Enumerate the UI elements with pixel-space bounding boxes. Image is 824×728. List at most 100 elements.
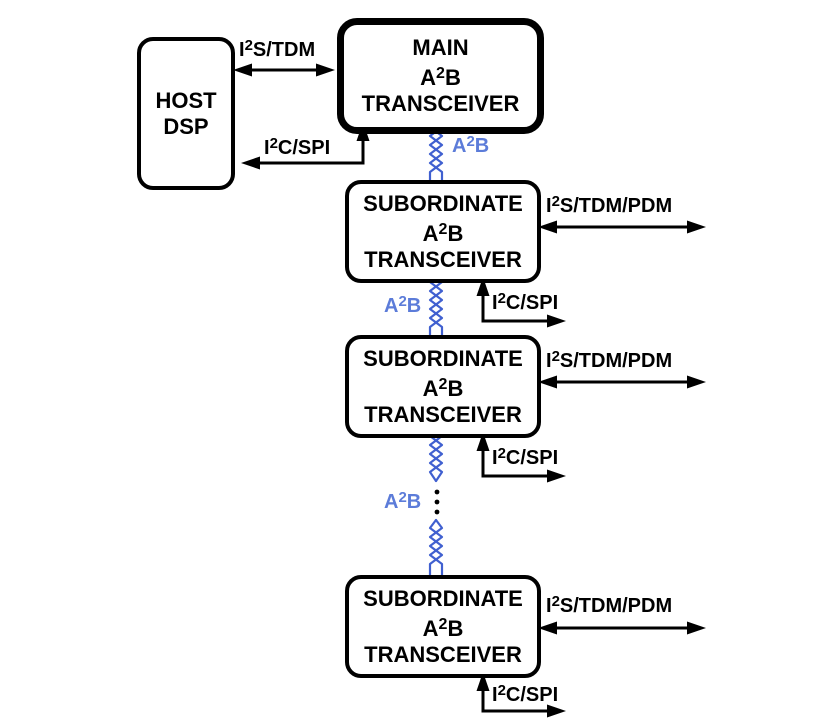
label-pre: I [546, 595, 552, 617]
label-sup: 2 [244, 37, 253, 54]
sub2-i2c-spi-arrow [476, 432, 566, 483]
label-pre: I [492, 292, 498, 314]
arrowhead-left-icon [538, 220, 557, 234]
chip-name-post: B [447, 615, 464, 641]
sub3-i2c-spi-arrow [476, 672, 566, 718]
ellipsis-dot [434, 489, 440, 495]
label-sup: 2 [497, 445, 506, 462]
arrow-line [259, 137, 365, 165]
label-pre: I [264, 137, 270, 159]
arrowhead-left-icon [538, 621, 557, 635]
sub1-i2c-spi-arrow [476, 277, 566, 328]
label-sup: 2 [269, 135, 278, 152]
sub1-i2c-spi-label: I2C/SPI [492, 287, 558, 315]
label-post: C/SPI [505, 684, 559, 706]
arrow-line [481, 690, 551, 713]
label-sup: 2 [551, 348, 560, 365]
ellipsis-dot [434, 509, 440, 515]
arrowhead-up-icon [476, 672, 490, 691]
block-label-line: TRANSCEIVER [364, 246, 522, 272]
label-pre: A [384, 295, 399, 317]
a2b-bus-label-2: A2B [384, 290, 421, 318]
arrow-line [481, 295, 551, 323]
label-post: S/TDM [252, 39, 316, 61]
arrowhead-up-icon [476, 277, 490, 296]
block-label-line: SUBORDINATE [363, 345, 523, 371]
sub1-i2s-tdm-pdm-arrow [538, 220, 706, 234]
block-label-line: SUBORDINATE [363, 190, 523, 216]
sub1-i2s-tdm-pdm-label: I2S/TDM/PDM [546, 190, 672, 218]
arrowhead-right-icon [687, 621, 706, 635]
chip-name-pre: A [422, 615, 439, 641]
label-post: B [474, 135, 490, 157]
sub2-i2s-tdm-pdm-label: I2S/TDM/PDM [546, 345, 672, 373]
block-label-line: TRANSCEIVER [364, 401, 522, 427]
chip-name-post: B [444, 65, 461, 90]
label-pre: A [452, 135, 467, 157]
arrowhead-right-icon [547, 469, 566, 483]
sub3-i2c-spi-label: I2C/SPI [492, 679, 558, 707]
bus-wire [428, 273, 444, 337]
chip-name-sup: 2 [438, 375, 448, 393]
arrowhead-left-icon [241, 156, 260, 170]
host-dsp-block: HOST DSP [137, 37, 235, 190]
a2b-bus-label-3: A2B [384, 486, 421, 514]
a2b-twisted-pair-bus-2 [428, 273, 444, 337]
label-sup: 2 [497, 682, 506, 699]
chip-name-pre: A [422, 375, 439, 401]
block-label-line: SUBORDINATE [363, 585, 523, 611]
label-sup: 2 [398, 489, 407, 506]
a2b-twisted-pair-bus-3 [428, 428, 444, 577]
arrowhead-left-icon [233, 63, 252, 77]
chip-name-sup: 2 [438, 615, 448, 633]
sub3-i2s-tdm-pdm-label: I2S/TDM/PDM [546, 590, 672, 618]
block-label-a2b: A2B [423, 612, 464, 642]
label-post: S/TDM/PDM [559, 195, 673, 217]
label-sup: 2 [497, 290, 506, 307]
chip-name-post: B [447, 375, 464, 401]
subordinate-a2b-transceiver-block-1: SUBORDINATE A2B TRANSCEIVER [345, 180, 541, 283]
sub3-i2s-tdm-pdm-arrow [538, 621, 706, 635]
sub2-i2s-tdm-pdm-arrow [538, 375, 706, 389]
label-post: C/SPI [505, 292, 559, 314]
host-i2c-spi-label: I2C/SPI [264, 132, 330, 160]
arrowhead-right-icon [687, 375, 706, 389]
label-pre: I [239, 39, 245, 61]
chip-name-post: B [447, 220, 464, 246]
block-label-a2b: A2B [423, 372, 464, 402]
block-label-a2b: A2B [423, 217, 464, 247]
chip-name-sup: 2 [436, 65, 445, 82]
label-post: C/SPI [505, 447, 559, 469]
a2b-bus-label-1: A2B [452, 130, 489, 158]
label-post: B [406, 491, 422, 513]
label-post: S/TDM/PDM [559, 595, 673, 617]
label-pre: I [492, 684, 498, 706]
label-post: S/TDM/PDM [559, 350, 673, 372]
label-pre: I [546, 350, 552, 372]
chip-name-pre: A [420, 65, 437, 90]
arrow-line [481, 450, 551, 478]
label-sup: 2 [551, 193, 560, 210]
label-sup: 2 [551, 593, 560, 610]
bus-wire [428, 518, 444, 577]
arrowhead-right-icon [316, 63, 335, 77]
label-post: B [406, 295, 422, 317]
block-label-line: DSP [163, 113, 209, 139]
block-label-line: MAIN [412, 35, 469, 60]
block-label-line: TRANSCEIVER [364, 641, 522, 667]
label-pre: I [492, 447, 498, 469]
sub2-i2c-spi-label: I2C/SPI [492, 442, 558, 470]
label-pre: A [384, 491, 399, 513]
arrowhead-right-icon [547, 704, 566, 718]
subordinate-a2b-transceiver-block-3: SUBORDINATE A2B TRANSCEIVER [345, 575, 541, 678]
i2s-tdm-arrow [233, 63, 335, 77]
arrowhead-right-icon [547, 314, 566, 328]
i2s-tdm-label: I2S/TDM [239, 34, 315, 62]
label-sup: 2 [398, 293, 407, 310]
label-pre: I [546, 195, 552, 217]
bus-wire [428, 518, 444, 577]
chip-name-sup: 2 [438, 220, 448, 238]
block-label-line: HOST [155, 87, 217, 113]
label-post: C/SPI [277, 137, 331, 159]
